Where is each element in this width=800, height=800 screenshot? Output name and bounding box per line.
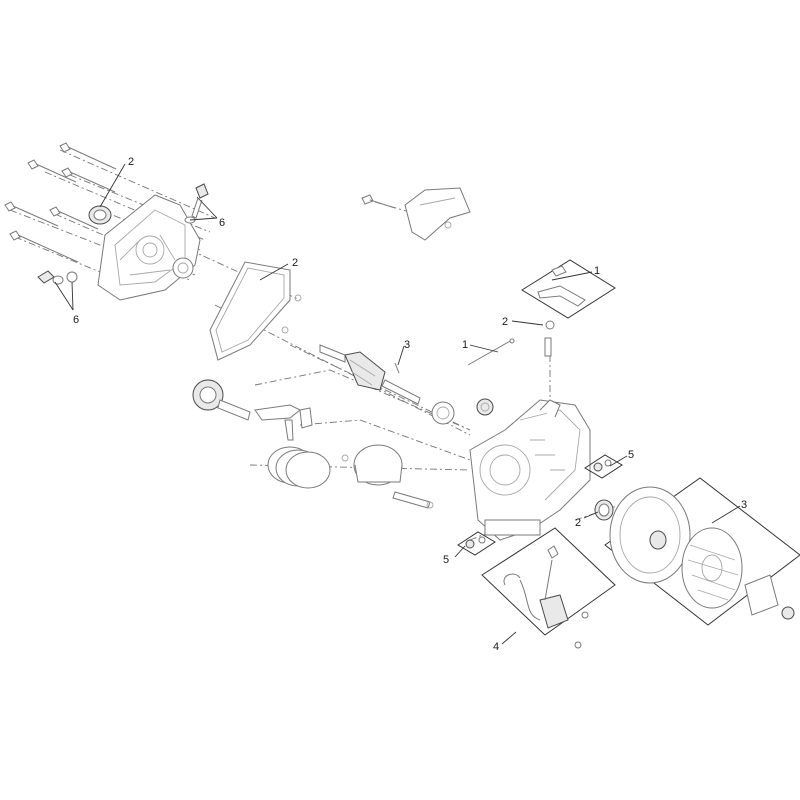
drain-plug-left <box>37 270 78 285</box>
bearing-and-gear <box>431 398 494 425</box>
oil-seal-upper <box>88 205 112 225</box>
callout-seal-right: 2 <box>575 517 581 529</box>
drain-plug-kit-lower <box>457 531 496 556</box>
oil-seal-right <box>594 499 614 521</box>
callout-flywheel: 3 <box>741 499 747 511</box>
callout-dipstick-upper: 6 <box>219 217 225 229</box>
top-shield <box>361 187 471 241</box>
gasket <box>209 261 302 361</box>
callout-drain-plug-upper: 5 <box>628 449 634 461</box>
callout-crankshaft: 3 <box>404 339 410 351</box>
callout-seal-upper: 2 <box>128 156 134 168</box>
callout-governor-link: 1 <box>462 339 468 351</box>
panel-ignition-coil <box>481 527 616 649</box>
callout-governor-arm: 1 <box>594 265 600 277</box>
bolt-group-upper-left <box>4 142 117 263</box>
engine-block <box>469 399 591 541</box>
piston-rings <box>267 446 331 489</box>
callout-ignition-coil: 4 <box>493 641 499 653</box>
panel-governor-arm <box>521 259 616 319</box>
callout-labels: 2 6 2 6 1 2 1 3 5 2 3 5 4 <box>73 156 747 653</box>
crankcase-cover <box>97 194 201 301</box>
callout-drain-plug-lower: 5 <box>443 554 449 566</box>
leader-lines <box>54 163 741 645</box>
drain-plug-kit-upper <box>584 454 623 479</box>
callout-gasket: 2 <box>292 257 298 269</box>
crankshaft <box>319 344 421 405</box>
piston <box>341 444 434 509</box>
camshaft-assembly <box>192 379 313 441</box>
panel-flywheel <box>604 477 800 626</box>
callout-governor-seal: 2 <box>502 316 508 328</box>
callout-drain-plug-left: 6 <box>73 314 79 326</box>
governor-parts-top <box>467 320 555 366</box>
dipstick-upper <box>184 183 209 224</box>
